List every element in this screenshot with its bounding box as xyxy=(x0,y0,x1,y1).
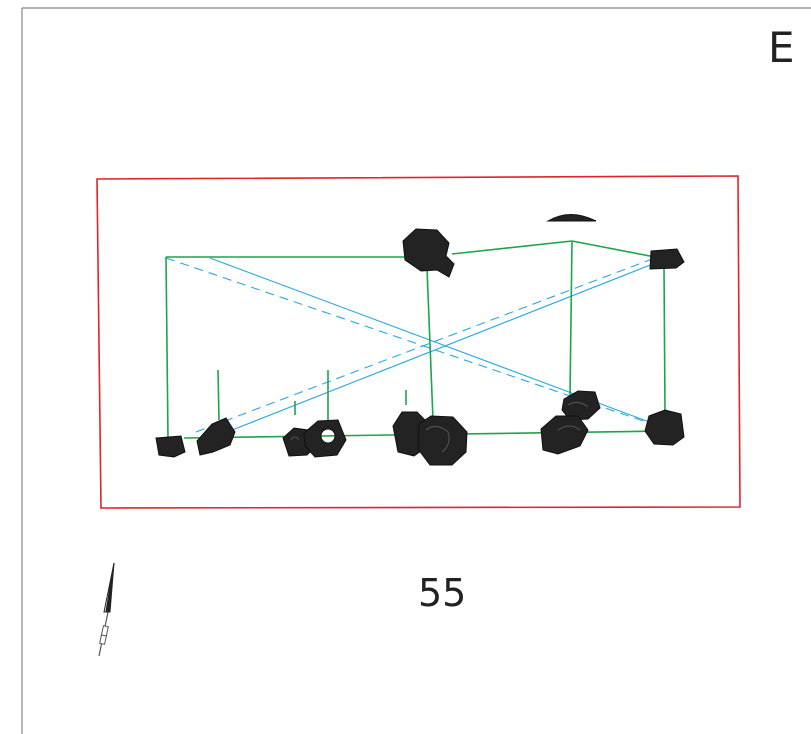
stone-detail-4 xyxy=(567,401,589,408)
stone-bottom-center-2 xyxy=(417,415,468,466)
diagonal-solid-2 xyxy=(221,257,669,435)
stone-ring xyxy=(303,419,347,458)
stone-top-right-block xyxy=(649,248,685,270)
stone-bottom-right-upper xyxy=(561,390,601,421)
stone-details xyxy=(290,401,589,453)
stone-detail-2 xyxy=(425,426,450,453)
stone-top-center xyxy=(402,228,455,278)
plan-outline xyxy=(96,175,741,509)
stone-detail-1 xyxy=(290,436,300,441)
stone-bottom-left-1 xyxy=(155,435,186,458)
sheet-frame xyxy=(21,7,811,734)
grid-top-right xyxy=(571,240,656,258)
grid-left-post xyxy=(165,256,169,439)
stone-far-right xyxy=(644,409,685,446)
stone-top-right-cap xyxy=(546,214,597,222)
grid-stake-1 xyxy=(217,369,220,421)
grid-mid-post xyxy=(426,267,434,421)
stone-bottom-left-2 xyxy=(196,417,236,456)
grid-end-post xyxy=(663,265,666,415)
diagonal-dashed-2 xyxy=(195,255,661,433)
stone-bottom-right-lower xyxy=(540,415,589,455)
stones xyxy=(155,214,685,466)
corner-letter: E xyxy=(768,23,795,72)
figure-number: 55 xyxy=(418,571,466,615)
grid-top-mid xyxy=(451,240,573,255)
stone-detail-3 xyxy=(557,425,581,431)
diagonal-dashed-1 xyxy=(165,257,656,426)
north-arrow-icon xyxy=(98,562,115,657)
grid-right-post xyxy=(569,240,573,396)
